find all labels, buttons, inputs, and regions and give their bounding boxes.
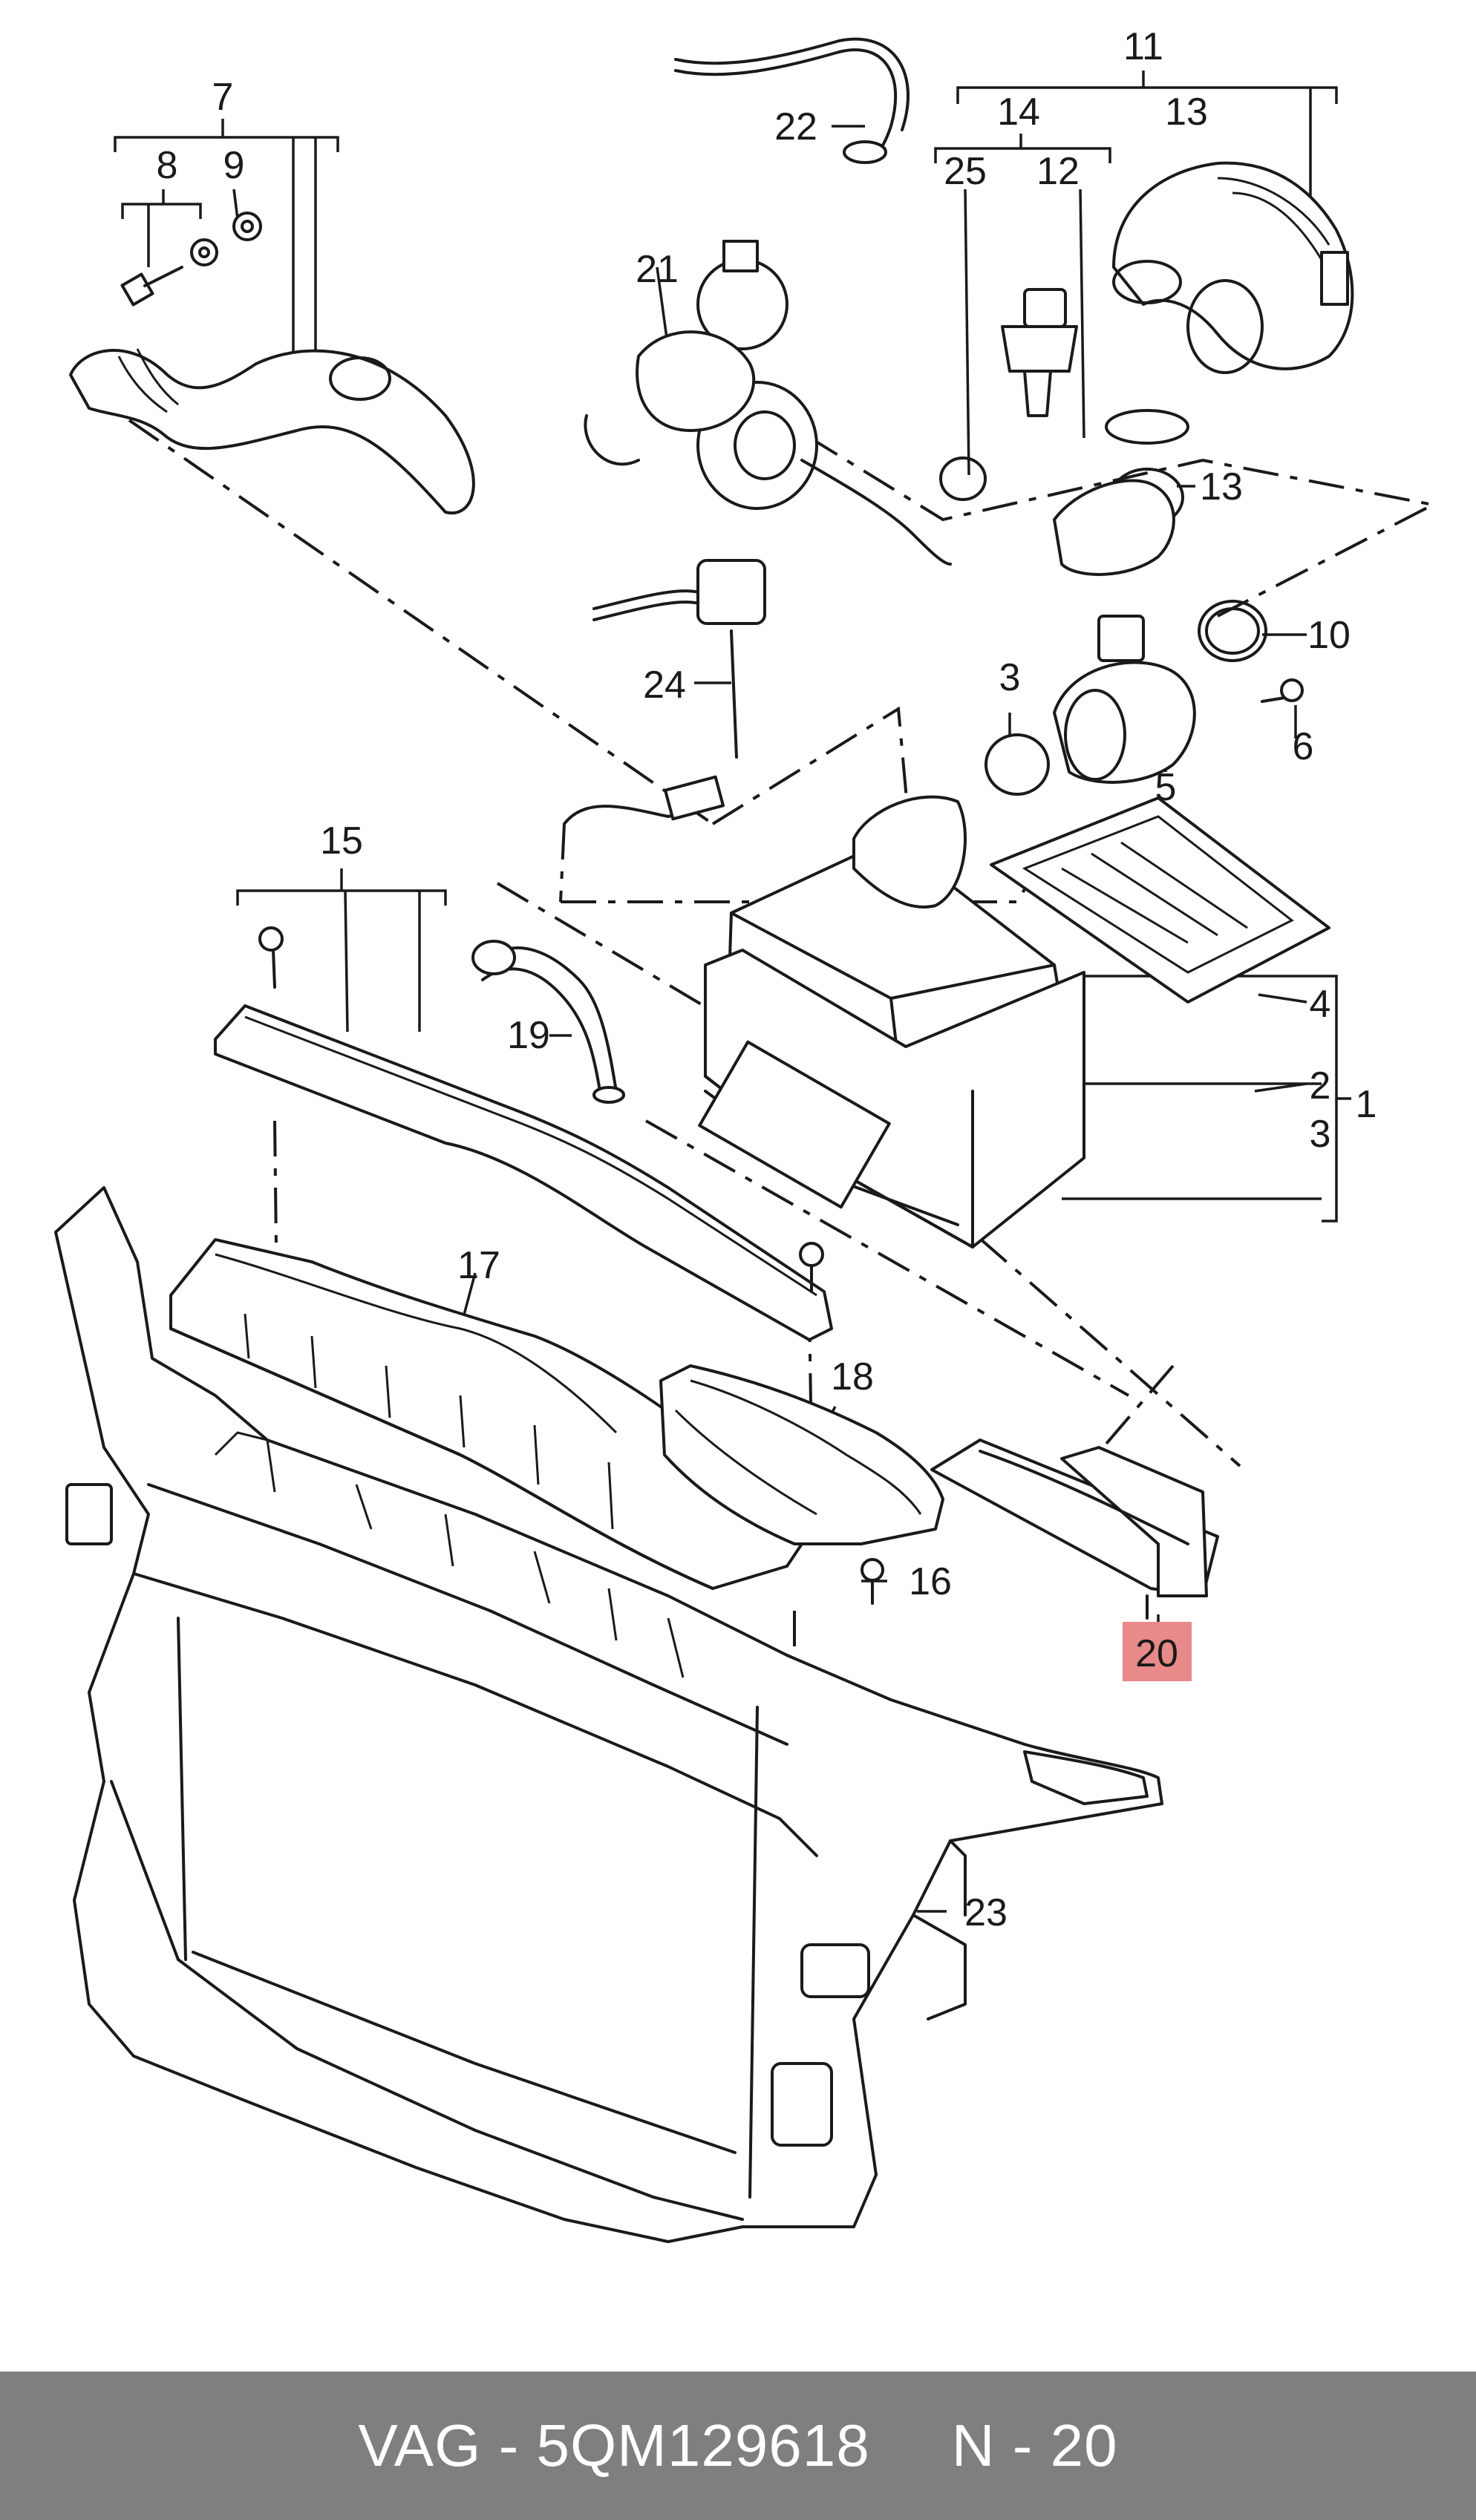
callout-brackets [114, 71, 1351, 1913]
part-12-pressure-sensor [1001, 288, 1078, 417]
part-11-charge-air-hose [1112, 161, 1354, 374]
callout-20: 20 [1135, 1632, 1178, 1675]
callout-13-top: 13 [1165, 91, 1208, 134]
part-4-filter-element [990, 796, 1330, 1004]
callout-1: 1 [1356, 1083, 1377, 1126]
callout-10: 10 [1307, 614, 1351, 657]
callout-7: 7 [212, 76, 234, 119]
part-18-air-duct [659, 1364, 944, 1545]
callout-18: 18 [831, 1355, 874, 1398]
callout-15: 15 [320, 819, 363, 863]
callout-12: 12 [1036, 150, 1080, 193]
callout-22: 22 [774, 105, 817, 148]
part-7-intake-pipe [69, 348, 475, 515]
callout-23: 23 [964, 1891, 1008, 1934]
callout-6: 6 [1293, 725, 1314, 768]
callout-3-upper: 3 [999, 656, 1021, 699]
parts-diagram: 7 8 9 22 21 11 14 13 25 12 13 24 10 3 6 … [54, 25, 1438, 2243]
callout-20-highlight: 20 [1123, 1622, 1192, 1681]
callout-9: 9 [223, 144, 245, 187]
callout-21: 21 [636, 248, 679, 291]
part-25-o-ring [939, 456, 987, 501]
callout-5: 5 [1155, 766, 1177, 809]
part-3-gasket [984, 733, 1050, 796]
part-8-bolt [120, 266, 183, 307]
part-1-air-filter-housing [698, 795, 1085, 1248]
callout-2: 2 [1310, 1064, 1331, 1107]
callout-3: 3 [1310, 1113, 1331, 1156]
part-bolts [258, 926, 884, 1605]
part-24-vacuum-line [563, 559, 766, 825]
highlight-box [1123, 1622, 1192, 1681]
part-9-washer [190, 212, 262, 266]
part-23-lock-carrier [54, 1186, 1163, 2243]
callout-14: 14 [997, 91, 1040, 134]
part-10-clamp [1198, 600, 1267, 662]
part-6-screw [1261, 678, 1304, 703]
part-17-air-guide [169, 1238, 803, 1590]
footer-part-number: VAG - 5QM129618 [358, 2412, 870, 2478]
callout-labels: 7 8 9 22 21 11 14 13 25 12 13 24 10 3 6 … [157, 25, 1377, 1934]
callout-4: 4 [1310, 983, 1331, 1026]
callout-19: 19 [507, 1014, 550, 1057]
footer-position: N - 20 [951, 2412, 1118, 2478]
part-22-vacuum-hose [674, 37, 910, 164]
part-15-cover-panel [214, 1004, 833, 1341]
part-19-hose [471, 940, 625, 1104]
part-5-air-mass-meter [1053, 615, 1196, 784]
callout-11: 11 [1123, 25, 1163, 68]
part-13-clamp-hose [1053, 409, 1189, 576]
callout-16: 16 [909, 1560, 952, 1603]
callout-13: 13 [1200, 465, 1243, 508]
callout-17: 17 [457, 1244, 500, 1287]
part-20-air-intake-duct [930, 1439, 1219, 1620]
footer-bar: VAG - 5QM129618 N - 20 [0, 2372, 1476, 2520]
part-21-turbocharger [584, 240, 952, 566]
callout-25: 25 [944, 150, 987, 193]
callout-24: 24 [643, 664, 686, 707]
callout-8: 8 [157, 144, 178, 187]
